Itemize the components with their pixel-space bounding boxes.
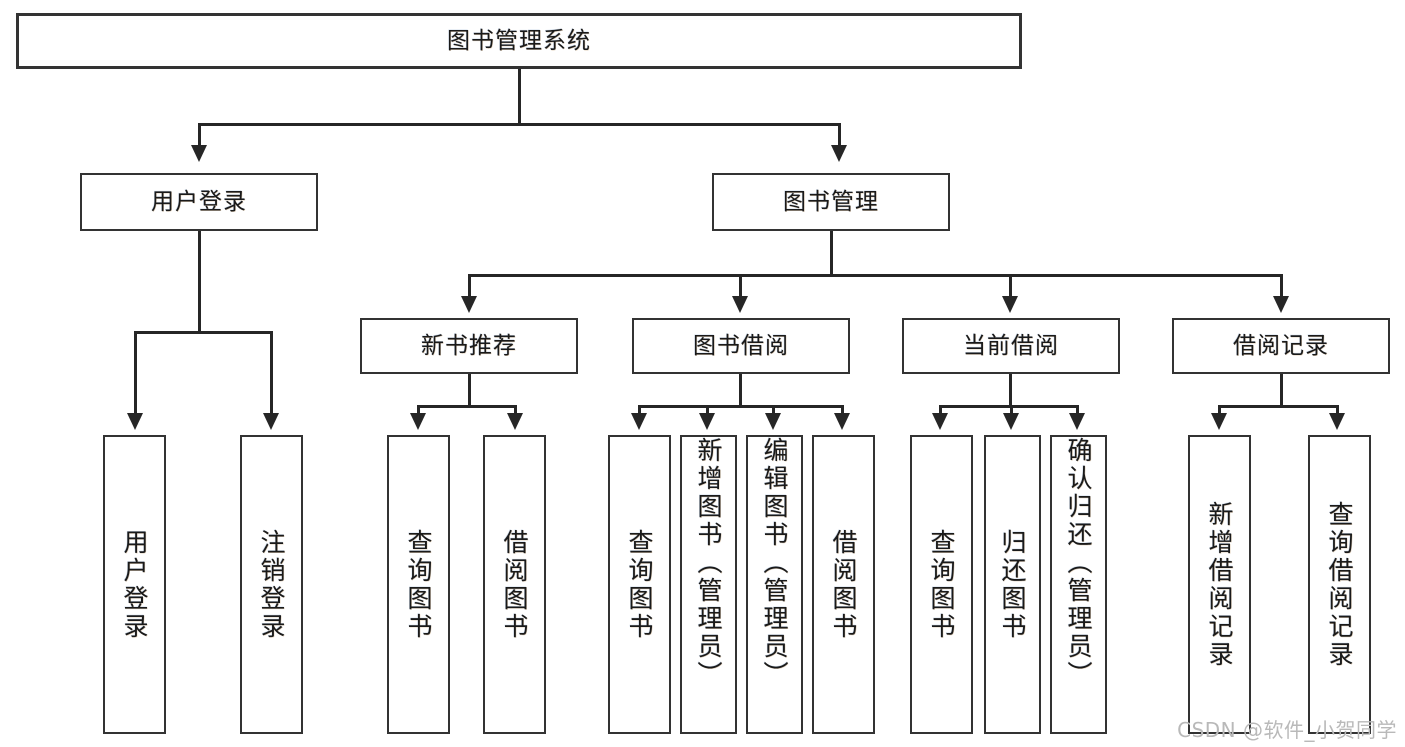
connector-book-borrow-bus (638, 405, 844, 408)
connector-cb-drop-1 (939, 405, 942, 413)
arrowhead-to-leaf-logout (263, 413, 279, 430)
leaf-confirm-return-admin[interactable]: 确认归还（管理员） (1050, 435, 1107, 734)
connector-br-drop-2 (1336, 405, 1339, 413)
leaf-label: 用户登录 (120, 528, 149, 641)
leaf-label: 查询图书 (404, 528, 433, 641)
node-book-management[interactable]: 图书管理 (712, 173, 950, 231)
leaf-query-book-borrow[interactable]: 查询图书 (608, 435, 671, 734)
arrowhead-cb-leaf-1 (932, 413, 948, 430)
connector-book-manage-drop-4 (1280, 274, 1283, 296)
leaf-label: 查询图书 (927, 528, 956, 641)
leaf-add-borrow-record[interactable]: 新增借阅记录 (1188, 435, 1251, 734)
arrowhead-to-new-book-rec (461, 296, 477, 313)
arrowhead-nb-leaf-2 (507, 413, 523, 430)
connector-root-left-drop (198, 123, 201, 145)
node-label: 新书推荐 (421, 332, 517, 359)
node-label: 图书管理 (783, 188, 879, 215)
node-label: 图书管理系统 (447, 27, 591, 54)
connector-br-drop-1 (1218, 405, 1221, 413)
connector-current-borrow-bus (939, 405, 1079, 408)
arrowhead-cb-leaf-2 (1003, 413, 1019, 430)
node-user-login[interactable]: 用户登录 (80, 173, 318, 231)
arrowhead-bb-leaf-4 (834, 413, 850, 430)
leaf-logout[interactable]: 注销登录 (240, 435, 303, 734)
connector-new-book-stem (468, 374, 471, 407)
connector-book-manage-stem (830, 231, 833, 276)
node-label: 借阅记录 (1233, 332, 1329, 359)
arrowhead-bb-leaf-3 (765, 413, 781, 430)
leaf-query-book-rec[interactable]: 查询图书 (387, 435, 450, 734)
connector-root-bus (198, 123, 840, 126)
connector-new-book-bus (417, 405, 517, 408)
leaf-borrow-book[interactable]: 借阅图书 (812, 435, 875, 734)
leaf-label: 编辑图书（管理员） (760, 437, 789, 689)
arrowhead-bb-leaf-2 (699, 413, 715, 430)
leaf-label: 查询图书 (625, 528, 654, 641)
connector-cb-drop-3 (1076, 405, 1079, 413)
arrowhead-bb-leaf-1 (631, 413, 647, 430)
leaf-label: 查询借阅记录 (1325, 500, 1354, 669)
leaf-borrow-book-rec[interactable]: 借阅图书 (483, 435, 546, 734)
connector-book-manage-bus (468, 274, 1282, 277)
connector-user-login-bus (134, 331, 272, 334)
connector-bb-drop-2 (706, 405, 709, 413)
leaf-query-book-current[interactable]: 查询图书 (910, 435, 973, 734)
arrowhead-cb-leaf-3 (1069, 413, 1085, 430)
node-label: 当前借阅 (963, 332, 1059, 359)
connector-borrow-record-bus (1218, 405, 1338, 408)
leaf-edit-book-admin[interactable]: 编辑图书（管理员） (746, 435, 803, 734)
arrowhead-to-current-borrow (1002, 296, 1018, 313)
connector-root-right-drop (838, 123, 841, 145)
arrowhead-to-user-login (191, 145, 207, 162)
leaf-query-borrow-record[interactable]: 查询借阅记录 (1308, 435, 1371, 734)
leaf-label: 借阅图书 (829, 528, 858, 641)
leaf-add-book-admin[interactable]: 新增图书（管理员） (680, 435, 737, 734)
leaf-user-login[interactable]: 用户登录 (103, 435, 166, 734)
connector-current-borrow-stem (1009, 374, 1012, 407)
arrowhead-to-leaf-user-login (127, 413, 143, 430)
connector-book-manage-drop-2 (739, 274, 742, 296)
arrowhead-br-leaf-2 (1329, 413, 1345, 430)
node-borrow-record[interactable]: 借阅记录 (1172, 318, 1390, 374)
connector-bb-drop-4 (841, 405, 844, 413)
node-book-borrow[interactable]: 图书借阅 (632, 318, 850, 374)
arrowhead-to-borrow-record (1273, 296, 1289, 313)
arrowhead-to-book-manage (831, 145, 847, 162)
leaf-return-book[interactable]: 归还图书 (984, 435, 1041, 734)
node-new-book-recommend[interactable]: 新书推荐 (360, 318, 578, 374)
connector-borrow-record-stem (1280, 374, 1283, 407)
leaf-label: 确认归还（管理员） (1064, 437, 1093, 689)
leaf-label: 新增借阅记录 (1205, 500, 1234, 669)
node-label: 用户登录 (151, 188, 247, 215)
connector-user-login-drop-1 (134, 331, 137, 413)
connector-user-login-stem (198, 231, 201, 333)
node-current-borrow[interactable]: 当前借阅 (902, 318, 1120, 374)
node-root-system[interactable]: 图书管理系统 (16, 13, 1022, 69)
connector-new-book-drop-1 (417, 405, 420, 413)
arrowhead-nb-leaf-1 (410, 413, 426, 430)
connector-book-manage-drop-3 (1009, 274, 1012, 296)
arrowhead-br-leaf-1 (1211, 413, 1227, 430)
leaf-label: 新增图书（管理员） (694, 437, 723, 689)
leaf-label: 归还图书 (998, 528, 1027, 641)
connector-root-stem (518, 69, 521, 124)
connector-user-login-drop-2 (270, 331, 273, 413)
leaf-label: 注销登录 (257, 528, 286, 641)
connector-new-book-drop-2 (514, 405, 517, 413)
connector-cb-drop-2 (1010, 405, 1013, 413)
connector-book-borrow-stem (739, 374, 742, 407)
connector-bb-drop-3 (772, 405, 775, 413)
arrowhead-to-book-borrow (732, 296, 748, 313)
connector-book-manage-drop-1 (468, 274, 471, 296)
connector-bb-drop-1 (638, 405, 641, 413)
node-label: 图书借阅 (693, 332, 789, 359)
leaf-label: 借阅图书 (500, 528, 529, 641)
